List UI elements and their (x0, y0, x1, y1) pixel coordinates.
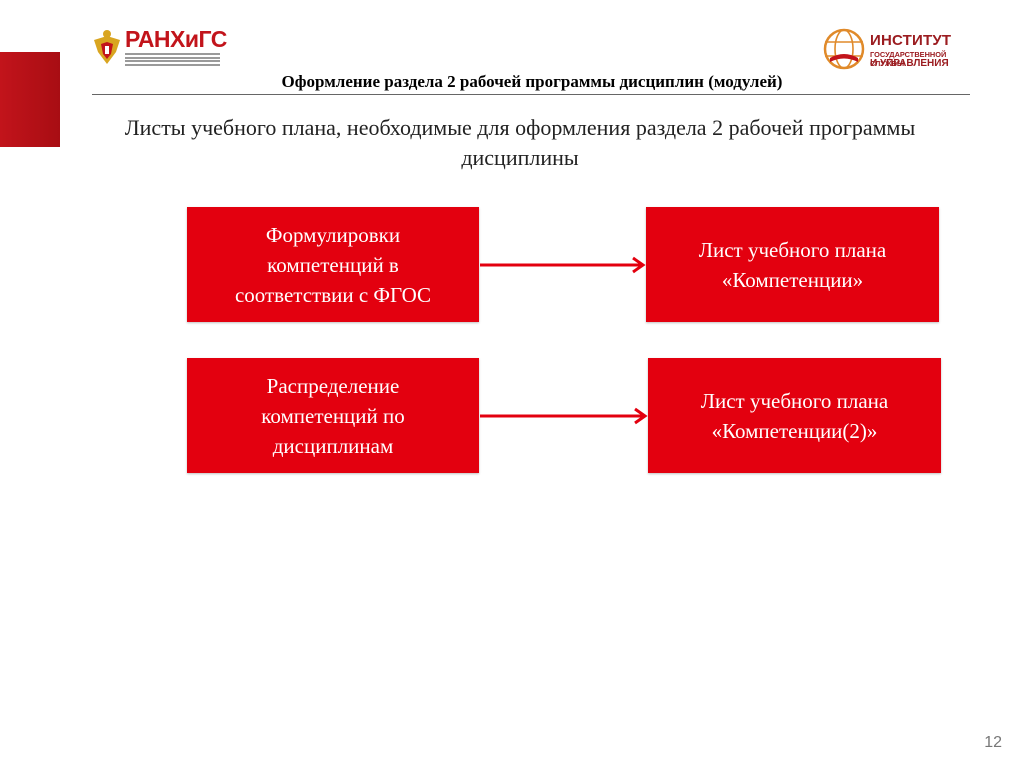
source-box-distribution-label: Распределение компетенций по дисциплинам (261, 373, 405, 458)
target-box-competencies-2: Лист учебного плана «Компетенции(2)» (648, 358, 941, 473)
ranepa-logo: РАНХиГС (92, 26, 227, 70)
institute-logo-line1: ИНСТИТУТ (870, 32, 952, 49)
source-box-fgos-label: Формулировки компетенций в соответствии … (234, 222, 432, 307)
globe-book-icon (823, 28, 865, 70)
page-title: Оформление раздела 2 рабочей программы д… (281, 72, 783, 91)
target-box-competencies: Лист учебного плана «Компетенции» (646, 207, 939, 322)
institute-logo-line2: ГОСУДАРСТВЕННОЙ СЛУЖБЫ (870, 50, 947, 68)
ranepa-logo-text: РАНХиГС (125, 26, 227, 52)
source-box-fgos: Формулировки компетенций в соответствии … (187, 207, 479, 322)
eagle-emblem-icon (94, 30, 120, 64)
arrow-row-1 (480, 256, 646, 274)
institute-logo: ИНСТИТУТ ГОСУДАРСТВЕННОЙ СЛУЖБЫ И УПРАВЛ… (822, 28, 962, 70)
header-divider (92, 94, 970, 95)
logo-fine-print (125, 53, 220, 67)
slide-subtitle: Листы учебного плана, необходимые для оф… (124, 115, 916, 170)
arrow-row-2 (480, 407, 648, 425)
target-box-competencies-2-label: Лист учебного плана «Компетенции(2)» (700, 388, 889, 443)
target-box-competencies-label: Лист учебного плана «Компетенции» (698, 237, 887, 292)
source-box-distribution: Распределение компетенций по дисциплинам (187, 358, 479, 473)
institute-logo-line3: И УПРАВЛЕНИЯ (870, 58, 949, 69)
side-accent-bar (0, 52, 60, 147)
page-number: 12 (984, 734, 1002, 751)
